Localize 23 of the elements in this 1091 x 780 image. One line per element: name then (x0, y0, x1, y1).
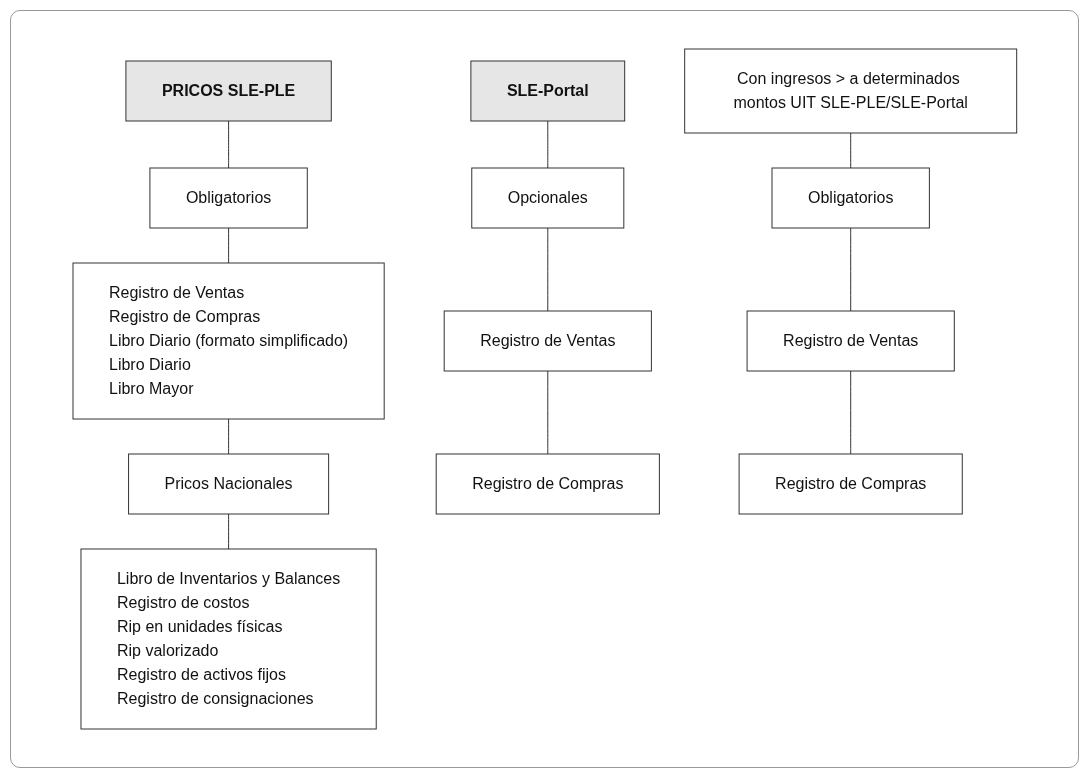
node-box: Pricos Nacionales (127, 453, 329, 515)
connector (849, 132, 851, 169)
connector (546, 370, 548, 455)
connector (849, 370, 851, 455)
node-box: Libro de Inventarios y Balances Registro de costos Rip en unidades físicas Rip valorizado Registro de activos fijos Registro de consignaciones (80, 548, 377, 730)
node-box: Obligatorios (149, 167, 308, 229)
node-box: Registro de Ventas (443, 310, 652, 372)
connector (546, 227, 548, 312)
connector (227, 418, 229, 455)
node-box: Registro de Ventas (746, 310, 955, 372)
connector (546, 120, 548, 169)
connector (227, 120, 229, 169)
node-box: PRICOS SLE-PLE (125, 60, 332, 122)
connector (227, 227, 229, 264)
node-box: Registro de Compras (738, 453, 963, 515)
node-box: Con ingresos > a determinados montos UIT SLE-PLE/SLE-Portal (683, 48, 1017, 134)
node-box: Registro de Ventas Registro de Compras Libro Diario (formato simplificado) Libro Diario Libro Mayor (72, 262, 385, 420)
node-box: Opcionales (470, 167, 624, 229)
node-box: SLE-Portal (470, 60, 625, 122)
node-box: Registro de Compras (435, 453, 660, 515)
connector (227, 513, 229, 550)
connector (849, 227, 851, 312)
node-box: Obligatorios (771, 167, 930, 229)
